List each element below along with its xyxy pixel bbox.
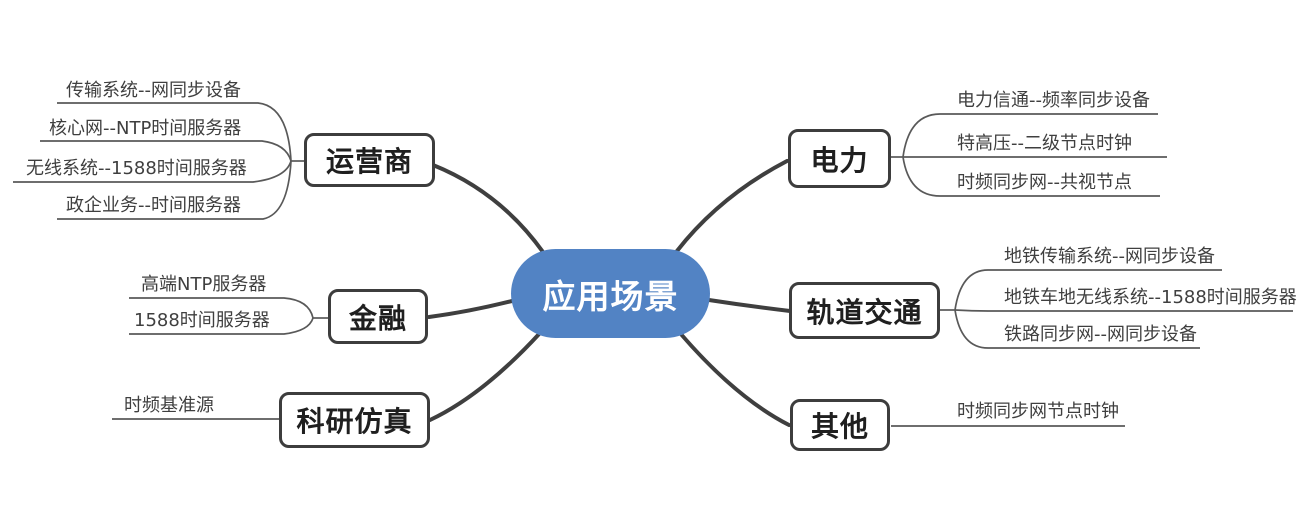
leaf-node[interactable]: 时频基准源 bbox=[124, 395, 214, 416]
leaf-node[interactable]: 无线系统--1588时间服务器 bbox=[26, 158, 247, 179]
leafline-dianli-3 bbox=[902, 156, 1160, 197]
connector-center-to-jinrong bbox=[427, 299, 514, 319]
center-node-label: 应用场景 bbox=[542, 276, 679, 316]
leafline-yunyingshang-4 bbox=[57, 160, 292, 220]
connector-center-to-guidaojiaotong bbox=[707, 298, 792, 313]
leaf-node[interactable]: 地铁传输系统--网同步设备 bbox=[1004, 246, 1215, 267]
branch-label: 轨道交通 bbox=[806, 295, 923, 329]
branch-node-qita[interactable]: 其他 bbox=[790, 399, 890, 451]
branch-label: 电力 bbox=[810, 143, 869, 177]
leafline-yunyingshang-1 bbox=[57, 102, 292, 162]
leafline-guidaojiaotong-1 bbox=[954, 269, 1222, 311]
branch-node-keyanfangzhen[interactable]: 科研仿真 bbox=[279, 392, 430, 448]
branch-node-jinrong[interactable]: 金融 bbox=[328, 289, 428, 344]
leaf-node[interactable]: 时频同步网--共视节点 bbox=[957, 172, 1132, 193]
connector-center-to-dianli bbox=[675, 159, 789, 253]
leafline-jinrong-1 bbox=[129, 297, 314, 319]
leafline-guidaojiaotong-2 bbox=[954, 309, 1293, 312]
branch-node-dianli[interactable]: 电力 bbox=[788, 129, 891, 188]
branch-label: 其他 bbox=[810, 410, 869, 443]
leaf-node[interactable]: 特高压--二级节点时钟 bbox=[957, 133, 1132, 154]
leaf-node[interactable]: 时频同步网节点时钟 bbox=[957, 401, 1119, 422]
branch-label: 运营商 bbox=[325, 145, 413, 178]
leaf-node[interactable]: 高端NTP服务器 bbox=[141, 274, 267, 295]
leafline-jinrong-2 bbox=[129, 317, 314, 335]
branch-node-yunyingshang[interactable]: 运营商 bbox=[304, 133, 435, 187]
leafline-dianli-1 bbox=[902, 113, 1158, 158]
leaf-node[interactable]: 政企业务--时间服务器 bbox=[66, 195, 241, 216]
branch-label: 科研仿真 bbox=[296, 405, 413, 438]
leaf-node[interactable]: 1588时间服务器 bbox=[134, 310, 270, 331]
leaf-node[interactable]: 核心网--NTP时间服务器 bbox=[49, 118, 242, 139]
connector-center-to-keyanfangzhen bbox=[428, 331, 542, 422]
leafline-yunyingshang-3 bbox=[13, 160, 292, 183]
connector-center-to-qita bbox=[678, 331, 791, 427]
branch-label: 金融 bbox=[348, 301, 407, 335]
leaf-node[interactable]: 电力信通--频率同步设备 bbox=[957, 90, 1150, 111]
leafline-yunyingshang-2 bbox=[40, 140, 292, 162]
branch-node-guidaojiaotong[interactable]: 轨道交通 bbox=[789, 282, 940, 339]
leaf-node[interactable]: 铁路同步网--网同步设备 bbox=[1004, 324, 1197, 345]
leaf-node[interactable]: 地铁车地无线系统--1588时间服务器 bbox=[1004, 287, 1297, 308]
center-node[interactable]: 应用场景 bbox=[511, 249, 710, 338]
leafline-guidaojiaotong-3 bbox=[954, 309, 1200, 349]
connector-center-to-yunyingshang bbox=[431, 163, 545, 254]
leaf-node[interactable]: 传输系统--网同步设备 bbox=[66, 80, 241, 101]
